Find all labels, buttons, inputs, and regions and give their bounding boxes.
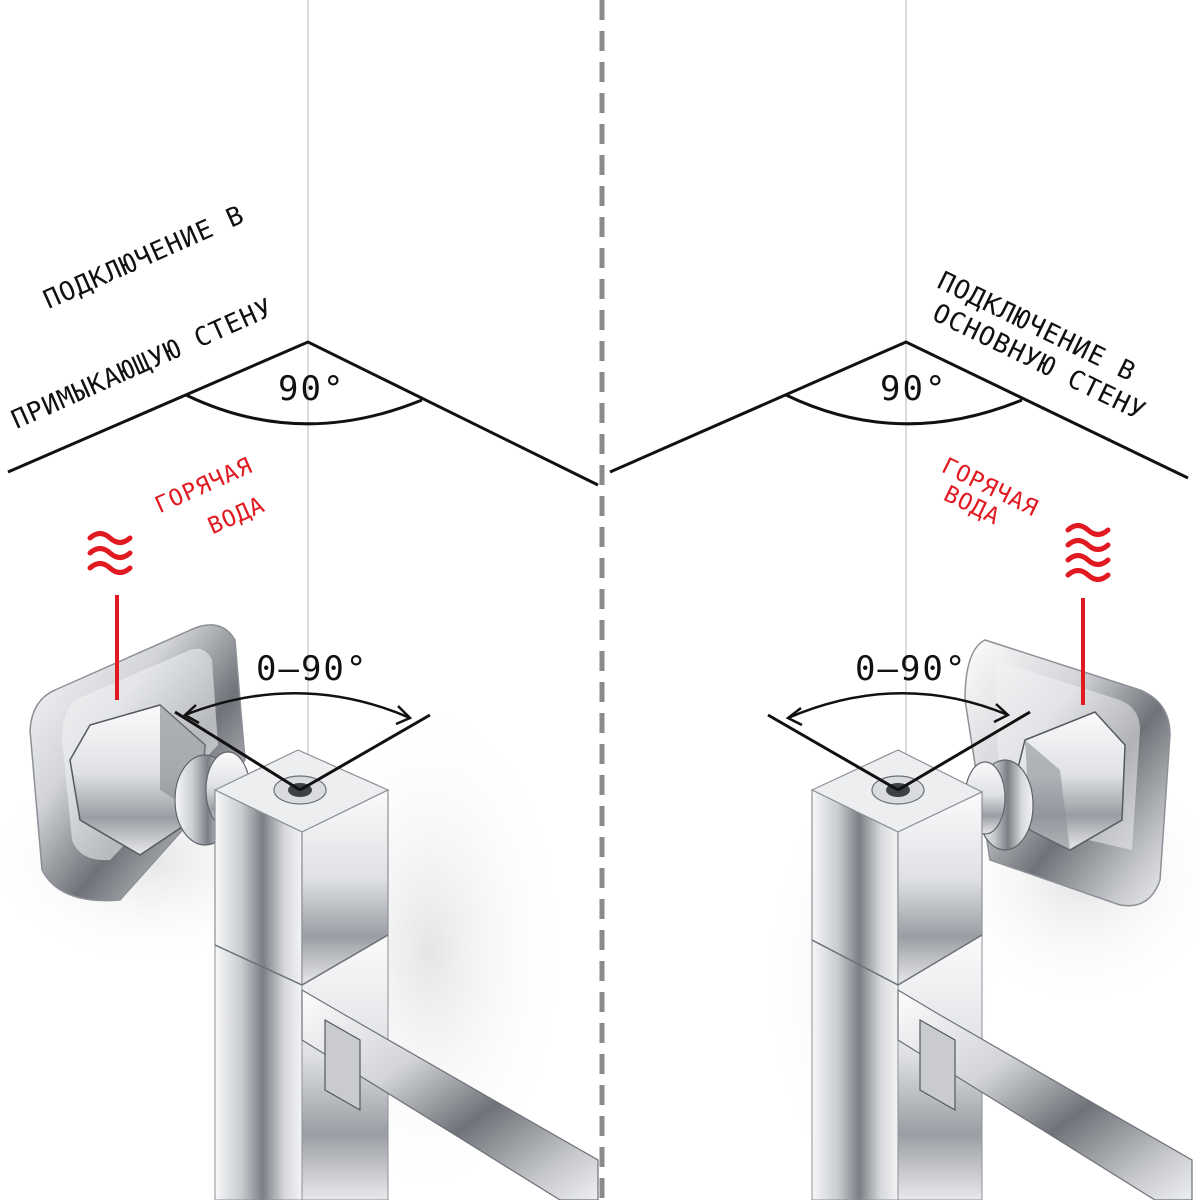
rotation-limit-line: [299, 713, 431, 792]
right-rotation-range-label: 0–90°: [855, 649, 968, 689]
rotation-limit-line: [767, 713, 899, 792]
rotation-arrowhead: [785, 707, 803, 727]
left-rotation-range-label: 0–90°: [256, 649, 369, 689]
rotation-arc: [787, 692, 1009, 720]
rotation-arrowhead: [993, 703, 1011, 724]
wall-top-outline: [7, 340, 599, 487]
wall-top-outline: [609, 340, 1189, 480]
rotation-arc: [184, 692, 411, 720]
left-panel: [0, 0, 599, 1204]
hot-water-icon: [87, 531, 133, 575]
towel-rail: [897, 988, 1193, 1201]
wall-angle-arc: [785, 393, 1023, 426]
rotation-limit-line: [174, 710, 301, 792]
hex-nut: [1014, 711, 1126, 851]
rotation-arrowhead: [182, 704, 200, 725]
left-wall-angle-label: 90°: [278, 369, 346, 409]
hot-water-icon: [1065, 523, 1111, 582]
rotation-arrowhead: [395, 705, 413, 726]
rotation-limit-line: [897, 710, 1031, 792]
right-wall-angle-label: 90°: [880, 369, 948, 409]
wall-angle-arc: [185, 393, 423, 426]
right-panel: [609, 0, 1200, 1204]
